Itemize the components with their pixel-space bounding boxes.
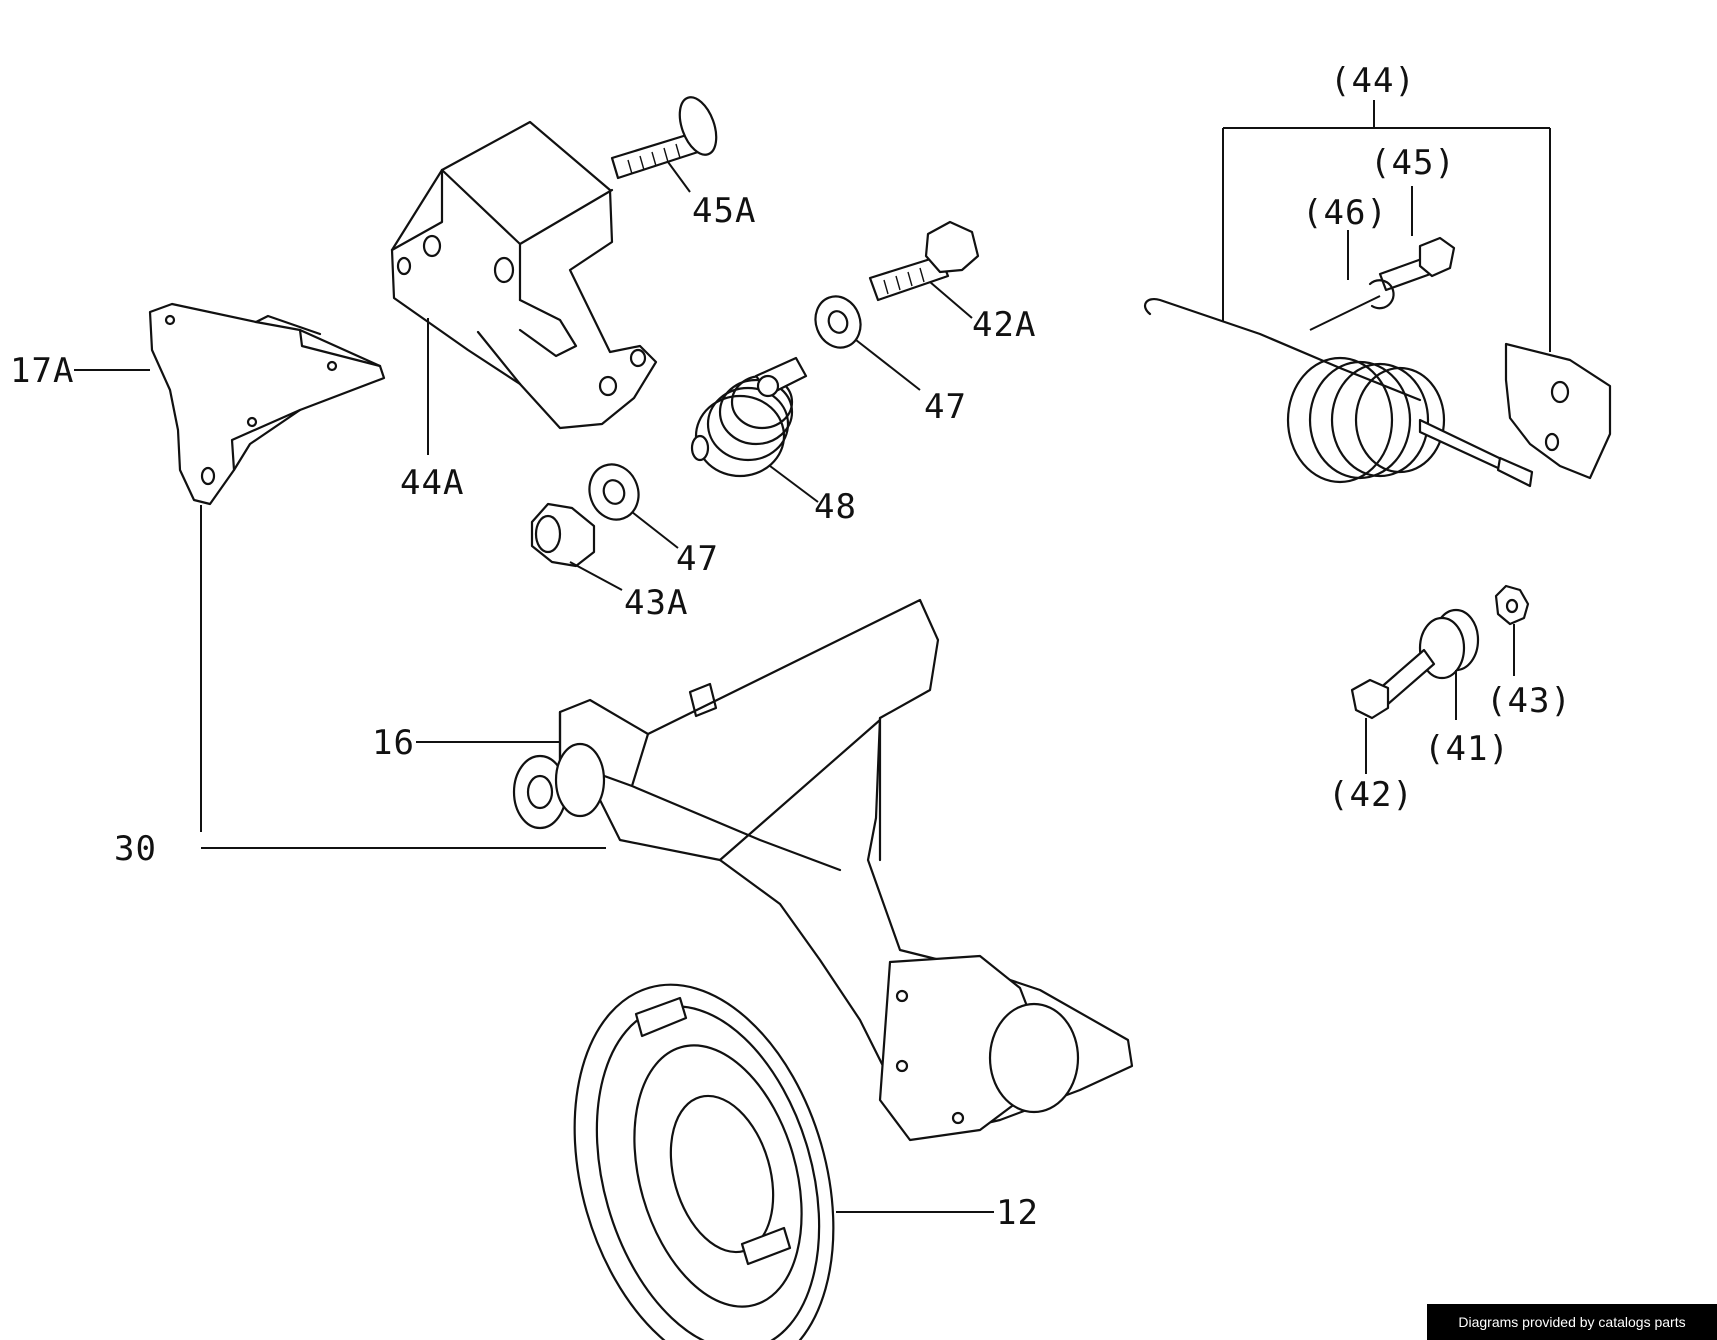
callout-43a: 43A bbox=[624, 583, 688, 623]
part-12-backing-plate bbox=[573, 983, 994, 1340]
part-48-spring bbox=[690, 356, 819, 503]
part-45a-bolt bbox=[610, 96, 718, 193]
part-42-bolt bbox=[1350, 648, 1436, 774]
part-16-bushing bbox=[416, 741, 606, 830]
callout-labels: (44) (45) (46) 45A 42A 17A 44A 47 48 47 … bbox=[10, 61, 1572, 1233]
part-47-washer-lower bbox=[588, 463, 679, 549]
callout-42: (42) bbox=[1328, 775, 1414, 815]
callout-17a: 17A bbox=[10, 351, 74, 391]
part-17a-bracket bbox=[74, 302, 386, 832]
part-30-axle-arm bbox=[201, 598, 1134, 1142]
callout-44a: 44A bbox=[400, 463, 464, 503]
part-42a-bolt bbox=[868, 220, 980, 319]
callout-45: (45) bbox=[1370, 143, 1456, 183]
callout-46: (46) bbox=[1302, 193, 1388, 233]
part-43-nut bbox=[1494, 584, 1530, 676]
callout-30: 30 bbox=[114, 829, 157, 869]
callout-48: 48 bbox=[814, 487, 857, 527]
part-45-bolt bbox=[1378, 186, 1456, 292]
callout-47-upper: 47 bbox=[924, 387, 967, 427]
part-47-washer-upper bbox=[814, 295, 921, 391]
callout-16: 16 bbox=[372, 723, 415, 763]
callout-41: (41) bbox=[1424, 729, 1510, 769]
callout-47-lower: 47 bbox=[676, 539, 719, 579]
part-46-snap-ring bbox=[1347, 230, 1395, 310]
callout-12: 12 bbox=[996, 1193, 1039, 1233]
callout-42a: 42A bbox=[972, 305, 1036, 345]
callout-45a: 45A bbox=[692, 191, 756, 231]
assembly-44-bracket bbox=[1222, 100, 1551, 352]
part-44a-mount bbox=[390, 120, 658, 455]
part-44-spring-assembly bbox=[1143, 295, 1612, 488]
credit-badge: Diagrams provided by catalogs parts bbox=[1427, 1304, 1717, 1340]
callout-44: (44) bbox=[1330, 61, 1416, 101]
callout-43: (43) bbox=[1486, 681, 1572, 721]
part-43a-nut bbox=[530, 502, 623, 591]
